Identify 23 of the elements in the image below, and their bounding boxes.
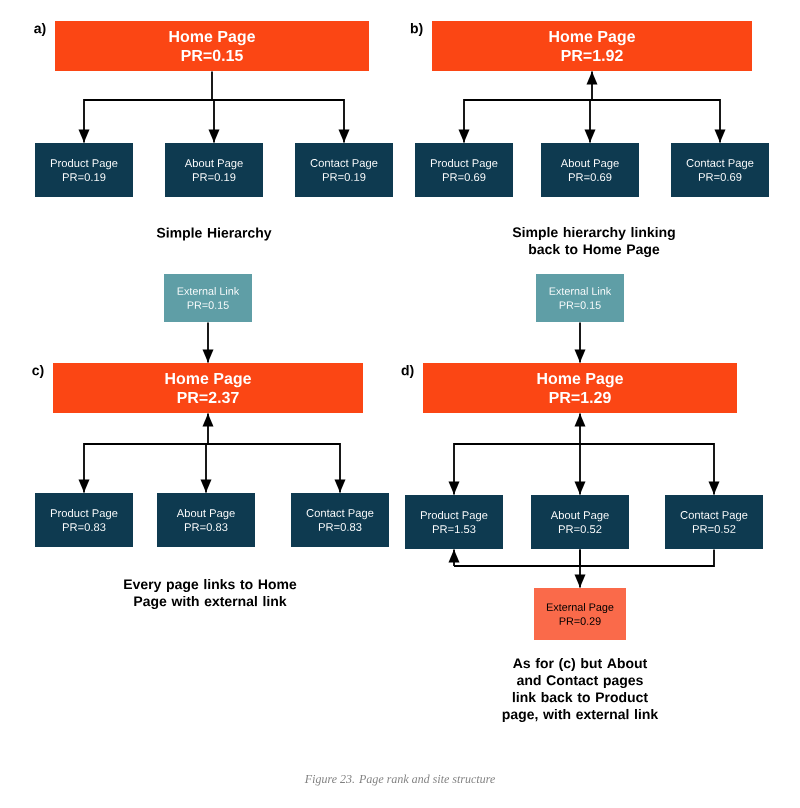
- arrow: [579, 443, 720, 496]
- arrow: [211, 99, 350, 144]
- arrow: [574, 548, 586, 589]
- arrow: [78, 99, 213, 144]
- arrow: [586, 70, 598, 101]
- home-page-box: Home Page PR=1.92: [432, 21, 752, 71]
- arrow: [574, 412, 586, 445]
- home-page-box: Home Page PR=2.37: [53, 363, 363, 413]
- arrow: [208, 99, 220, 144]
- home-page-box: Home Page PR=1.29: [423, 363, 737, 413]
- arrow: [202, 321, 214, 364]
- arrow: [591, 99, 726, 144]
- arrow: [574, 321, 586, 364]
- arrow: [78, 443, 209, 494]
- arrow: [207, 443, 346, 494]
- home-page-box: Home Page PR=0.15: [55, 21, 369, 71]
- arrow: [584, 99, 596, 144]
- arrow: [200, 443, 212, 494]
- arrow: [448, 548, 460, 567]
- arrow: [458, 99, 593, 144]
- arrow: [202, 412, 214, 445]
- arrow: [448, 443, 581, 496]
- arrow: [574, 443, 586, 496]
